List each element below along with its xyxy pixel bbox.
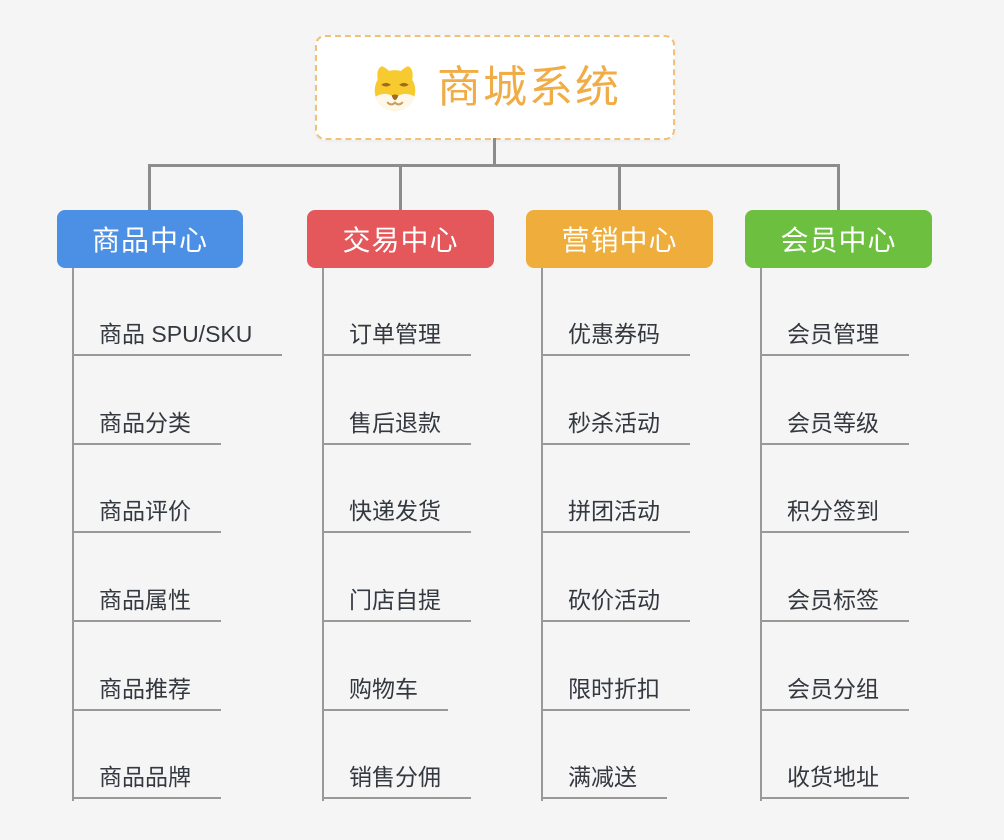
child-node[interactable]: 购物车 [322, 675, 448, 711]
child-node[interactable]: 商品属性 [72, 586, 221, 622]
branch-trunk [541, 268, 543, 801]
connector-root-stub [493, 138, 496, 166]
child-node[interactable]: 门店自提 [322, 586, 471, 622]
child-node[interactable]: 秒杀活动 [541, 409, 690, 445]
child-node[interactable]: 商品品牌 [72, 763, 221, 799]
child-node[interactable]: 限时折扣 [541, 675, 690, 711]
child-node[interactable]: 收货地址 [760, 763, 909, 799]
connector-drop [837, 164, 840, 211]
child-node[interactable]: 砍价活动 [541, 586, 690, 622]
child-node[interactable]: 商品推荐 [72, 675, 221, 711]
connector-horizontal [148, 164, 840, 167]
child-node[interactable]: 会员标签 [760, 586, 909, 622]
child-node[interactable]: 满减送 [541, 763, 667, 799]
branch-trunk [760, 268, 762, 801]
child-node[interactable]: 快递发货 [322, 497, 471, 533]
dog-face-icon [374, 65, 416, 111]
child-node[interactable]: 商品分类 [72, 409, 221, 445]
child-node[interactable]: 订单管理 [322, 320, 471, 356]
branch-node-member-center[interactable]: 会员中心 [745, 210, 932, 268]
child-node[interactable]: 商品评价 [72, 497, 221, 533]
child-node[interactable]: 会员管理 [760, 320, 909, 356]
child-node[interactable]: 会员等级 [760, 409, 909, 445]
connector-drop [399, 164, 402, 211]
branch-node-trade-center[interactable]: 交易中心 [307, 210, 494, 268]
child-node[interactable]: 商品 SPU/SKU [72, 320, 283, 356]
root-title: 商城系统 [437, 62, 621, 112]
branch-node-marketing-center[interactable]: 营销中心 [526, 210, 713, 268]
child-node[interactable]: 会员分组 [760, 675, 909, 711]
child-node[interactable]: 优惠券码 [541, 320, 690, 356]
root-node[interactable]: 商城系统 [315, 35, 675, 140]
connector-drop [618, 164, 621, 211]
child-node[interactable]: 销售分佣 [322, 763, 471, 799]
child-node[interactable]: 积分签到 [760, 497, 909, 533]
child-node[interactable]: 售后退款 [322, 409, 471, 445]
branch-trunk [322, 268, 324, 801]
branch-trunk [72, 268, 74, 801]
branch-node-product-center[interactable]: 商品中心 [57, 210, 243, 268]
child-node[interactable]: 拼团活动 [541, 497, 690, 533]
connector-drop [148, 164, 151, 211]
